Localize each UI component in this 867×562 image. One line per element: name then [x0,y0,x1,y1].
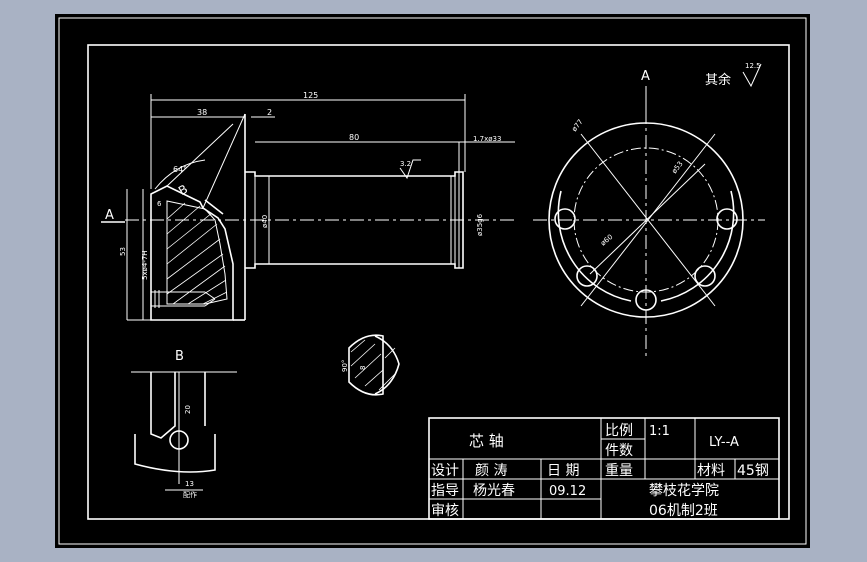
dim-thread: 5xø4-7H [141,250,149,280]
school-name: 攀枝花学院 [649,483,719,499]
dim-overall-length: 125 [303,91,318,100]
bolt-hole-1 [554,208,576,230]
head-outline [150,185,234,321]
bolt-hole-2 [716,208,738,230]
dim-20: 20 [184,405,192,414]
dim-pcd-77: ø77 [570,118,584,133]
view-b: B 13 20 配作 [131,349,237,499]
dim-6: 6 [157,200,162,208]
bolt-hole-3 [576,265,598,287]
bolt-hole-5 [635,289,657,311]
review-label: 审核 [431,503,459,519]
section-label-a: A [105,208,114,223]
head-hatch-area [166,200,228,305]
dim-pcd-53: ø53 [670,160,684,175]
scale-value: 1:1 [649,424,670,439]
date-label: 日 期 [547,463,579,479]
bolt-hole-4 [694,265,716,287]
surface-finish-note: 其余 [705,72,731,88]
instructor-name: 杨光春 [473,483,515,499]
drawing-number: LY--A [709,435,739,450]
dim-pcd-60: ø60 [599,233,614,248]
surface-finish-value: 12.5 [745,62,761,70]
designer-name: 颜 涛 [475,463,507,479]
dim-diameter-40: ø40 [261,215,269,228]
dim-angle-64: 64° [173,165,187,174]
dim-13: 13 [185,480,194,488]
detail-view: 90° 8 [341,334,400,396]
view-b-label: B [175,349,184,364]
title-block: 芯 轴 比例 1:1 件数 LY--A 重量 材料 45钢 设计 颜 涛 日 期… [428,417,780,520]
dim-chamfer: 2 [267,108,272,117]
date-value: 09.12 [549,484,586,499]
design-label: 设计 [431,463,459,479]
weight-label: 重量 [605,463,633,479]
part-name: 芯 轴 [469,432,504,450]
material-value: 45钢 [737,463,769,479]
outer-border [58,17,807,545]
roughness-3-2: 3.2 [400,160,411,168]
inner-border [87,44,790,520]
cad-drawing: A [58,17,807,545]
dim-8: 8 [359,366,367,370]
dim-shaft-length: 80 [349,133,359,142]
quantity-label: 件数 [605,443,633,459]
dim-height-53: 53 [119,247,127,256]
cad-viewport[interactable]: A [55,14,810,548]
dim-groove: 1.7xø33 [473,135,501,143]
dim-diameter-35: ø35g6 [476,213,484,236]
dim-head-length: 38 [197,108,207,117]
shaft-outline [245,171,464,269]
scale-label: 比例 [605,423,633,439]
side-view: A [101,91,515,321]
material-label: 材料 [697,463,725,479]
hatch-lines [166,202,228,305]
note-bottom: 配作 [183,490,197,499]
view-a: A ø77 ø53 ø60 其余 12.5 [533,62,765,360]
class-name: 06机制2班 [649,503,718,519]
guide-label: 指导 [431,483,459,499]
outer-circle [548,122,744,318]
view-a-label: A [641,69,650,84]
pcd-circle [573,147,719,293]
dim-angle-90: 90° [341,360,349,372]
